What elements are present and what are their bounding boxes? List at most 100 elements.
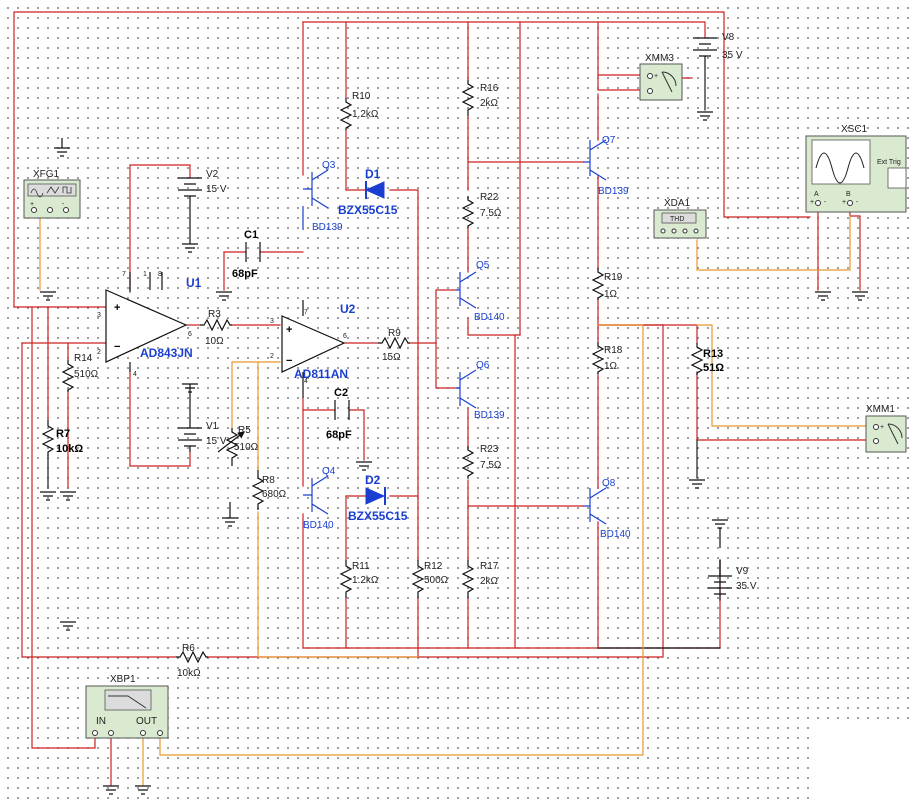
v1-value: 15 V [206,436,227,447]
transistor-q6 [456,369,477,409]
r18-label: R18 [604,345,623,356]
u1-pin1: 1 [143,271,147,278]
resistor-r18 [591,342,605,374]
transistor-q4 [303,475,329,515]
u1-pin2: 2 [97,349,101,356]
instrument-xda1[interactable] [653,209,707,239]
transistor-q5 [456,271,477,309]
ground-icon [356,461,372,471]
u2-pin2: 2 [270,353,274,360]
q5-label: Q5 [476,260,490,271]
resistor-r6 [176,650,208,664]
xda1-screen-label: THD [670,216,684,223]
red-wires [13,11,867,786]
r6-label: R6 [182,643,195,654]
r13-value: 51Ω [703,362,724,374]
xsc1-minus-b: - [856,199,859,206]
q5-part-label: BD140 [474,312,505,323]
r14-label: R14 [74,353,93,364]
r11-value: 1.2kΩ [352,575,379,586]
ground-icon [222,502,238,527]
xmm1-label: XMM1 [866,404,895,415]
svg-text:+: + [286,324,292,336]
ground-icon [40,291,56,301]
opamp-u2: + − [281,300,346,398]
r17-value: 2kΩ [480,576,499,587]
q6-label: Q6 [476,360,490,371]
ground-icon [60,491,76,501]
ground-icon [712,519,728,548]
u1-pin8: 8 [158,271,162,278]
ground-icon [135,785,151,795]
instrument-xbp1[interactable] [85,685,169,739]
xmm1-plus: + [880,424,884,431]
u1-label: U1 [186,276,202,290]
capacitor-c2 [334,400,350,420]
instrument-xmm1[interactable] [865,415,907,453]
q4-label: Q4 [322,466,336,477]
r7-label: R7 [56,428,70,440]
instrument-xfg1[interactable] [23,179,81,219]
u2-pin6: 6 [343,333,347,340]
instrument-xsc1[interactable] [805,135,907,213]
instrument-xmm3[interactable] [639,63,683,101]
ground-symbols [40,111,868,795]
q4-part-label: BD140 [303,520,334,531]
diode-d1 [364,181,385,199]
resistor-r12 [411,560,425,598]
r17-label: R17 [480,561,499,572]
r10-value: 1.2kΩ [352,109,379,120]
q7-label: Q7 [602,135,616,146]
opamp-u1: + − [105,272,188,372]
resistor-r3 [200,318,232,332]
r3-label: R3 [208,309,221,320]
v2-value: 15 V [206,184,227,195]
r22-label: R22 [480,192,499,203]
u1-pin3: 3 [97,312,101,319]
transistor-q3 [302,169,329,230]
c2-label: C2 [334,387,348,399]
r13-label: R13 [703,348,723,360]
xsc1-b-label: B [846,191,851,198]
r12-value: 500Ω [424,575,449,586]
r10-label: R10 [352,91,371,102]
resistor-r10 [339,98,353,130]
resistors [41,80,704,664]
r16-value: 2kΩ [480,98,499,109]
r12-label: R12 [424,561,443,572]
xmm3-label: XMM3 [645,53,674,64]
resistor-r9 [378,336,410,350]
c2-value: 68pF [326,429,352,441]
xsc1-label: XSC1 [841,124,868,135]
ground-icon [216,291,232,301]
orange-wires [39,213,867,786]
ground-icon [40,491,56,501]
d2-part-label: BZX55C15 [348,509,408,523]
u2-part-label: AD811AN [294,367,348,381]
transistor-q8 [583,487,607,525]
c1-value: 68pF [232,268,258,280]
xfg1-plus: + [30,201,34,208]
v1-label: V1 [206,421,219,432]
dc-sources [178,37,732,595]
ground-icon [60,621,76,631]
resistor-r19 [591,268,605,300]
c1-label: C1 [244,229,258,241]
battery-v9 [708,560,732,595]
transistors [302,139,607,525]
potentiometer-r5 [225,428,239,466]
q3-label: Q3 [322,160,336,171]
q8-label: Q8 [602,478,616,489]
v9-value: 35 V [736,581,757,592]
capacitors [245,242,350,420]
u2-pin4: 4 [304,378,308,385]
q8-part-label: BD140 [600,529,631,540]
r11-label: R11 [352,561,370,572]
svg-text:−: − [114,341,120,353]
r22-value: 7.5Ω [480,208,502,219]
r9-label: R9 [388,328,401,339]
battery-v2 [178,177,202,228]
r8-label: R8 [262,475,275,486]
